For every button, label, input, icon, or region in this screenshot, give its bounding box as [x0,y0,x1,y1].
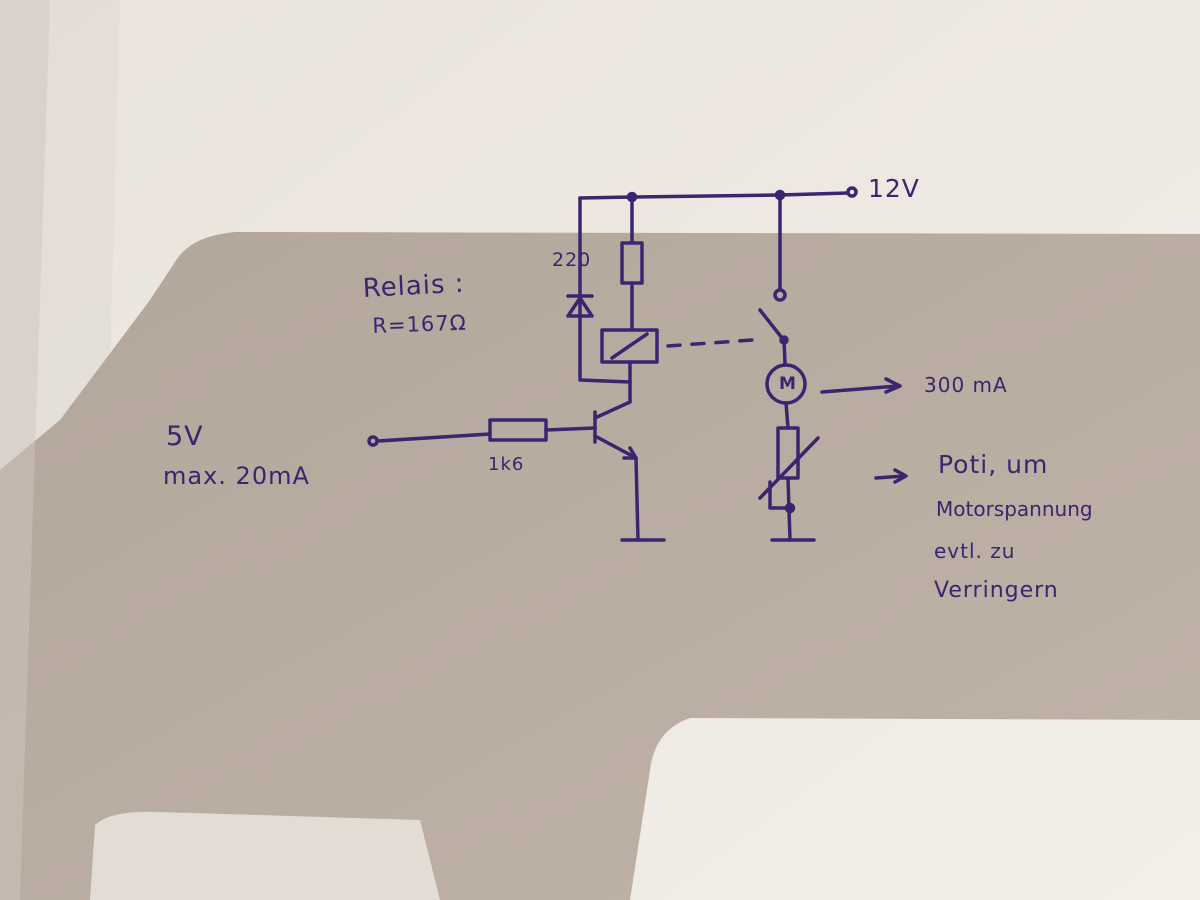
transistor-collector [593,400,632,420]
note-line-3: evtl. zu [934,539,1016,563]
supply-label: 12V [868,174,920,203]
diode-symbol [566,294,594,318]
supply-terminal [846,186,858,198]
supply-rail [578,191,850,200]
note-arrow [874,474,906,480]
poti-wiper [768,480,792,510]
shadow-region [0,232,1200,900]
input-voltage-label: 5V [166,421,204,452]
diode-wire [578,196,632,384]
resistor-1k6 [488,418,548,442]
wire-to-poti [784,401,790,430]
resistor-1k6-label: 1k6 [488,454,525,475]
input-wire [376,432,492,443]
input-terminal [367,435,379,447]
relay-coil-diagonal [610,332,649,360]
switch-blade [758,308,784,340]
wire-to-base [544,426,597,432]
transistor-emitter [593,434,638,460]
relay-value-label: R=167Ω [372,310,468,338]
switch-contact [773,288,787,302]
wire-to-motor [782,338,787,365]
resistor-220 [620,241,644,285]
resistor-220-label: 220 [552,249,592,271]
note-line-1: Poti, um [938,450,1049,479]
note-line-4: Verringern [934,578,1059,603]
relay-title-label: Relais : [362,268,466,304]
input-current-label: max. 20mA [163,462,310,490]
junction-dot [784,502,796,514]
relay-link-dashed [666,338,754,348]
emitter-to-ground [634,456,640,542]
note-line-2: Motorspannung [936,497,1093,521]
motor-symbol-label: M [779,374,796,394]
motor-current-label: 300 mA [924,373,1008,397]
current-arrow [820,384,900,394]
